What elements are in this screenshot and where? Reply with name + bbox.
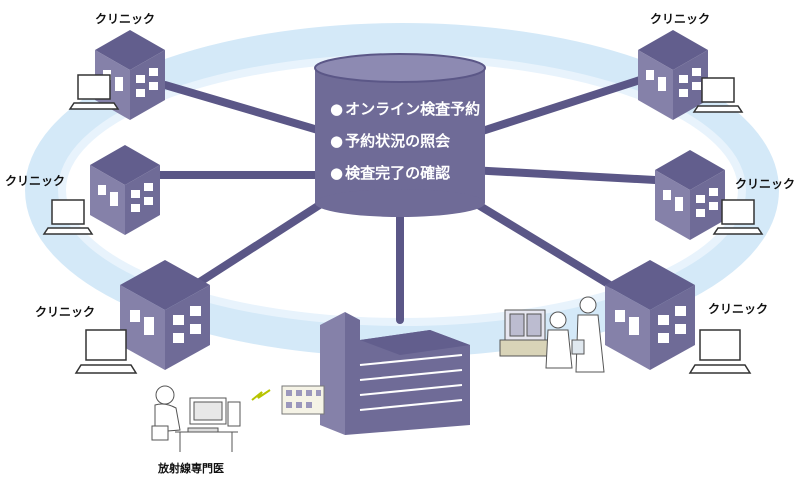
doctors-illustration (499, 296, 605, 373)
radiologist-illustration (151, 385, 241, 452)
clinic-building-bottom-left (120, 260, 210, 370)
laptop-icon (68, 74, 120, 110)
clinic-label-top-right: クリニック (650, 12, 711, 26)
clinic-label-bottom-right: クリニック (708, 302, 769, 316)
clinic-label-mid-right: クリニック (735, 177, 796, 191)
hospital-building (320, 312, 470, 435)
clinic-label-bottom-left: クリニック (35, 305, 96, 319)
clinic-label-mid-left: クリニック (5, 174, 66, 188)
laptop-icon (42, 199, 94, 235)
clinic-building-bottom-right (605, 260, 695, 370)
laptop-icon (688, 329, 752, 374)
link-bottom-right (466, 196, 614, 289)
lightning-icon (251, 389, 271, 401)
link-top-left (161, 81, 339, 139)
laptop-icon (74, 329, 138, 374)
clinic-building-mid-right (655, 150, 725, 240)
small-building-icon (281, 385, 325, 415)
database-item-exam-completion: 検査完了の確認 (330, 162, 450, 183)
clinic-building-mid-left (90, 145, 160, 235)
database-item-booking-status: 予約状況の照会 (330, 130, 450, 151)
connection-lines (156, 76, 659, 324)
clinic-label-top-left: クリニック (95, 12, 156, 26)
link-bottom-left (191, 191, 339, 289)
link-mid-right (466, 166, 659, 184)
radiologist-label: 放射線専門医 (158, 462, 224, 475)
laptop-icon (712, 199, 764, 235)
laptop-icon (692, 77, 744, 113)
clinic-building-top-right (638, 30, 708, 120)
database-item-online-booking: オンライン検査予約 (330, 98, 480, 119)
link-top-right (466, 76, 644, 139)
